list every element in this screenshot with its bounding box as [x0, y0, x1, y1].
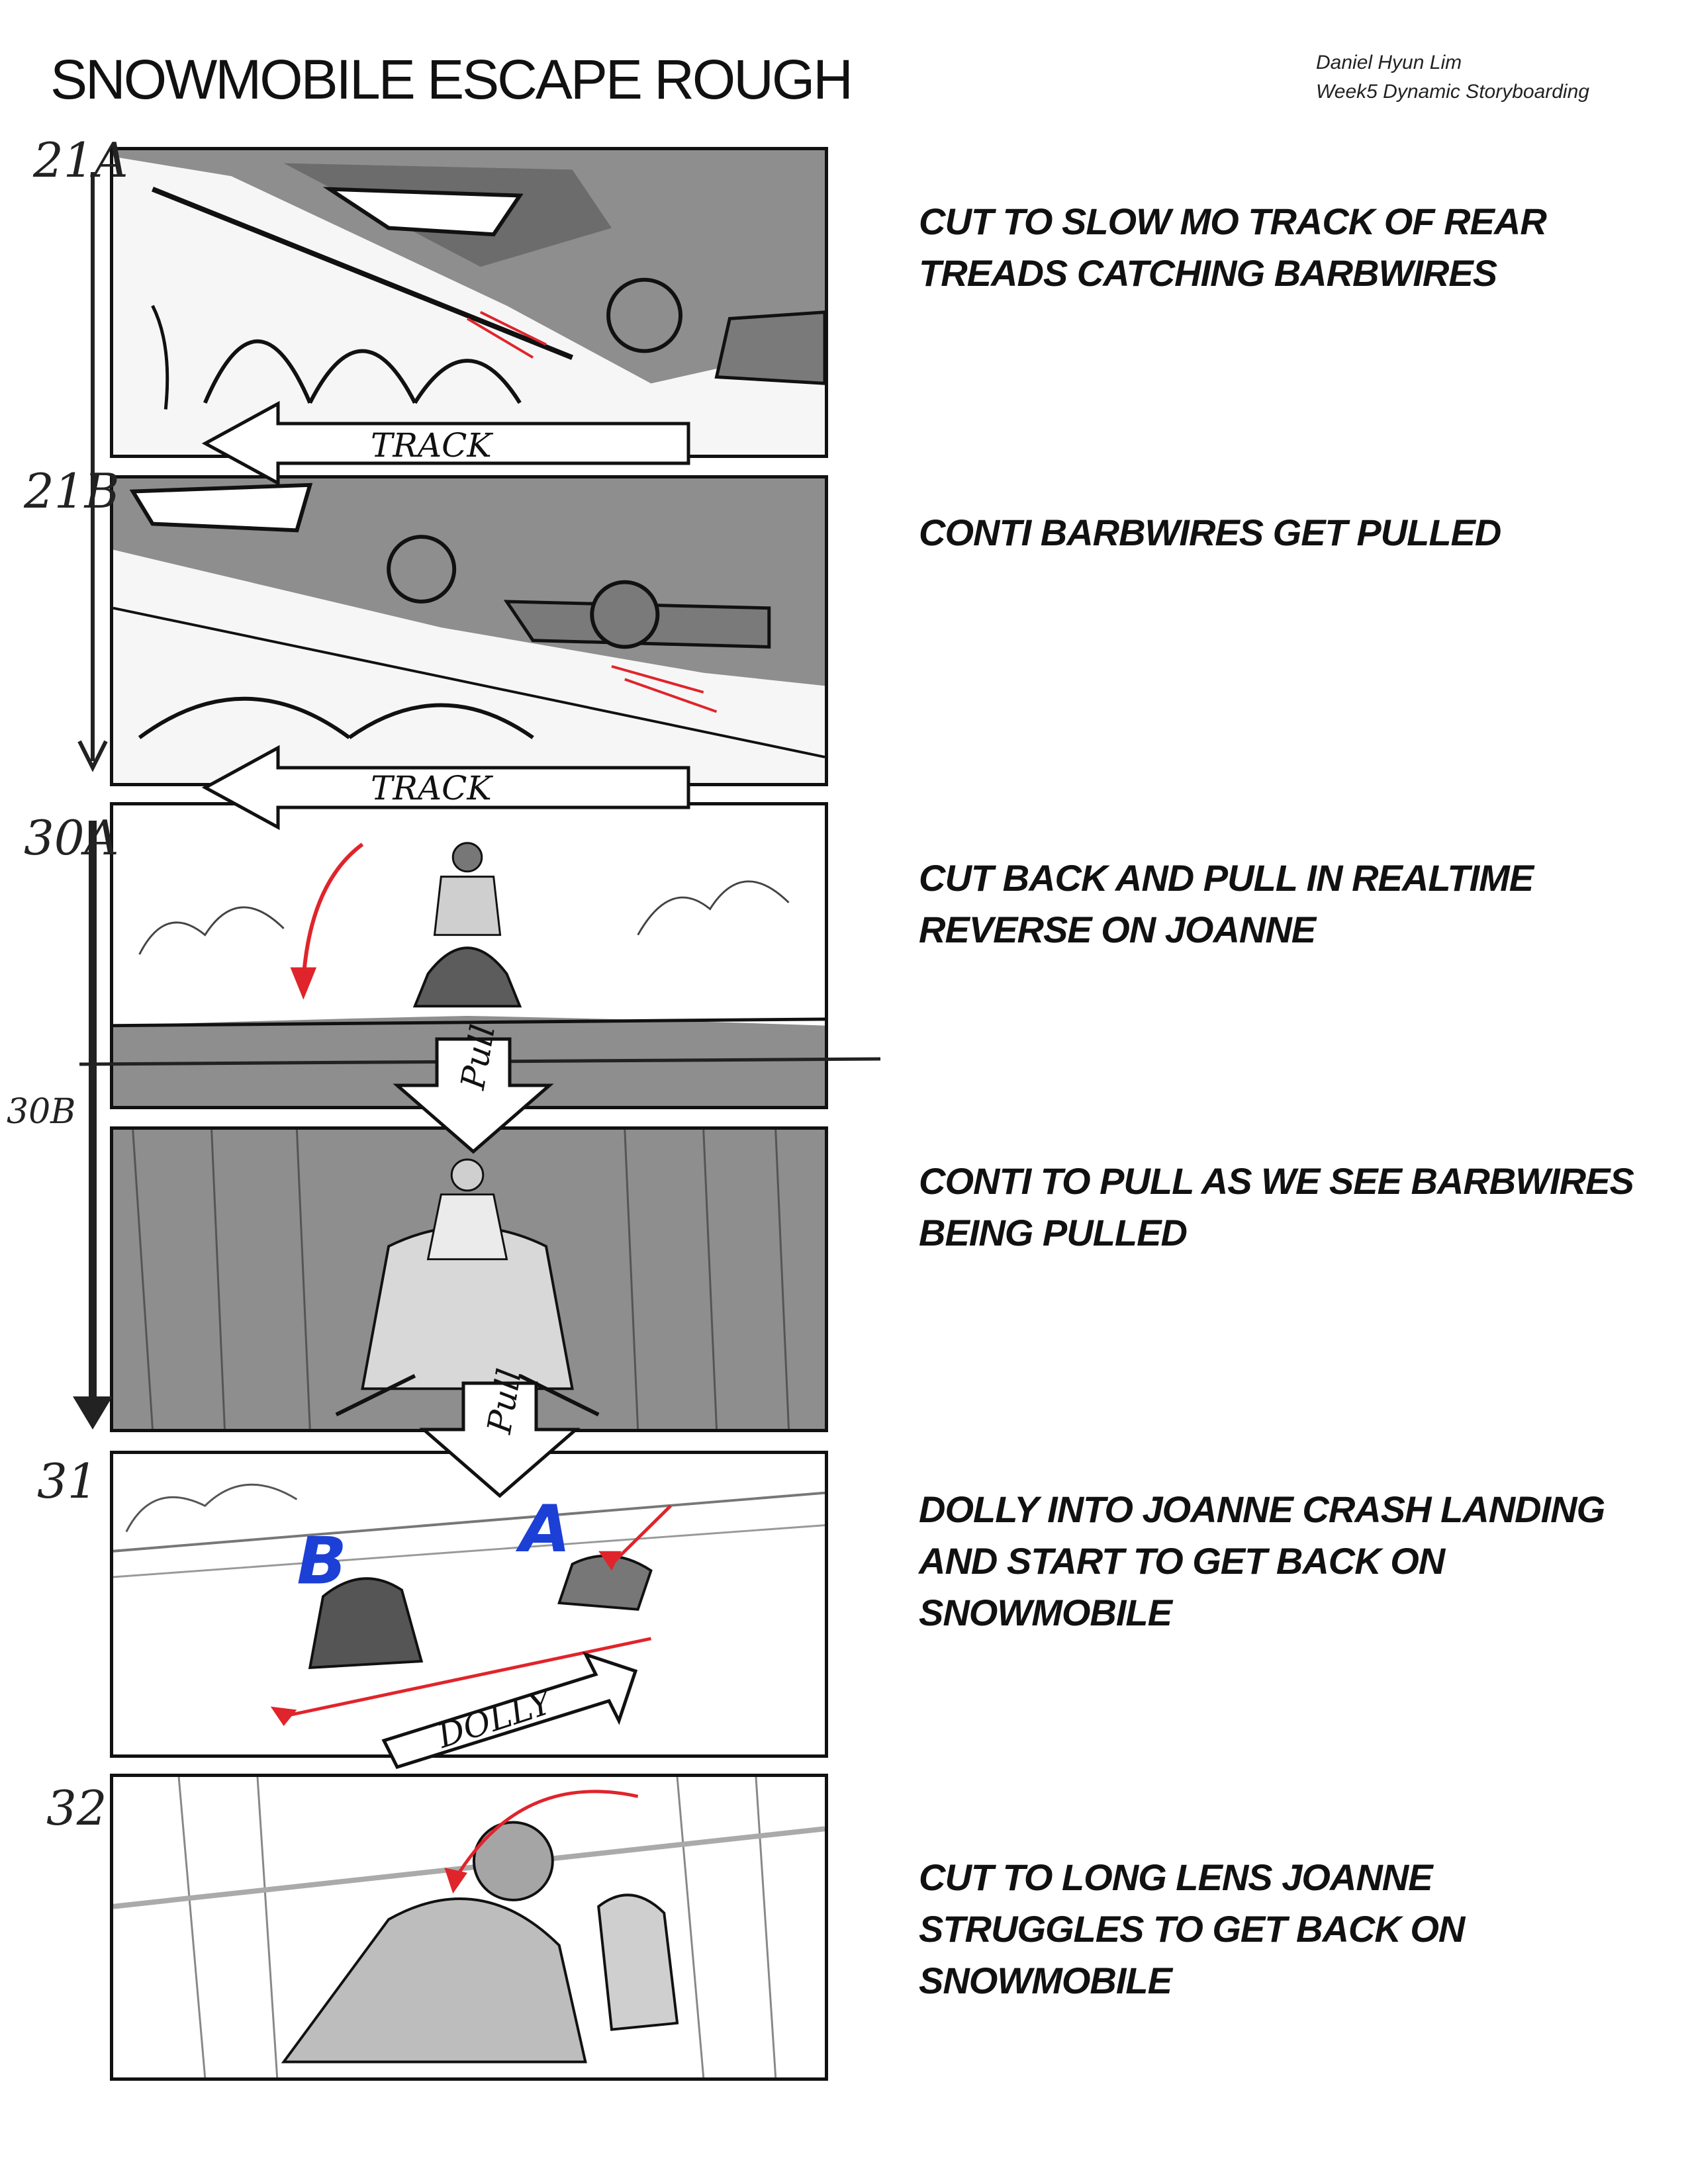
panel-21a-caption: CUT TO SLOW MO TRACK OF REAR TREADS CATC…: [919, 201, 1547, 294]
panel-number-30a: 30A: [24, 810, 119, 866]
panel-30a-sketch: [113, 805, 825, 1106]
storyboard-panel-32: [110, 1774, 828, 2081]
panel-21b-caption: CONTI BARBWIRES GET PULLED: [919, 512, 1501, 553]
storyboard-panel-30b: [110, 1126, 828, 1432]
panel-32-sketch: [113, 1777, 825, 2077]
panel-21a-sketch: [113, 150, 825, 455]
panel-30b-sketch: [113, 1130, 825, 1429]
panel-30b-caption: CONTI TO PULL AS WE SEE BARBWIRES BEING …: [919, 1160, 1634, 1253]
panel-number-21a: 21A: [33, 132, 128, 188]
panel-number-30b: 30B: [7, 1092, 76, 1132]
author-name: Daniel Hyun Lim: [1316, 52, 1462, 73]
panel-32-caption: CUT TO LONG LENS JOANNE STRUGGLES TO GET…: [919, 1856, 1465, 2001]
storyboard-panel-31: B A: [110, 1451, 828, 1758]
panel-number-32: 32: [46, 1780, 107, 1836]
position-mark-b: B: [297, 1524, 347, 1599]
panel-number-31: 31: [37, 1453, 98, 1509]
panel-30a-caption: CUT BACK AND PULL IN REALTIME REVERSE ON…: [919, 857, 1534, 950]
guide-arrowhead-30: [73, 1396, 113, 1430]
guide-arrowhead-21: [77, 740, 108, 772]
panel-31-caption: DOLLY INTO JOANNE CRASH LANDING AND STAR…: [919, 1488, 1605, 1633]
position-mark-a: A: [515, 1492, 571, 1567]
storyboard-panel-30a: [110, 802, 828, 1109]
panel-31-sketch: B A: [113, 1454, 825, 1754]
page-title: SNOWMOBILE ESCAPE ROUGH: [50, 48, 853, 111]
storyboard-panel-21a: [110, 147, 828, 458]
panel-21b-sketch: [113, 478, 825, 783]
course-name: Week5 Dynamic Storyboarding: [1316, 81, 1589, 103]
panel-number-21b: 21B: [24, 463, 120, 519]
storyboard-panel-21b: [110, 475, 828, 786]
